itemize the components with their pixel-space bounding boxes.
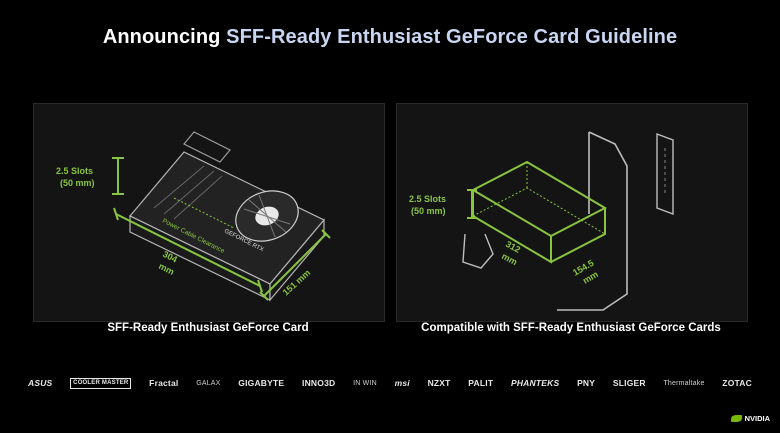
partner-logo-sliger: SLIGER [612,378,646,388]
nvidia-wordmark: NVIDIA [744,414,770,423]
partner-logo-inno3d: INNO3D [302,378,336,388]
title-prefix: Announcing [102,26,221,48]
partner-logo-cooler-master: COOLER MASTER [70,377,132,389]
card-diagram-panel: 2.5 Slots (50 mm) 304 mm 151 mm Power Ca… [33,103,385,322]
partner-logo-pny: PNY [577,378,596,388]
title-highlight: SFF-Ready Enthusiast GeForce Card Guidel… [226,26,678,48]
right-slots-line2: (50 mm) [411,206,446,216]
partner-logo-palit: PALIT [468,378,494,388]
case-illustration: 2.5 Slots (50 mm) 312 mm 154.5 mm [409,131,674,311]
card-illustration: 2.5 Slots (50 mm) 304 mm 151 mm Power Ca… [56,131,331,302]
partner-logo-phanteks: PHANTEKS [510,378,560,388]
nvidia-eye-icon [730,415,742,422]
partner-logo-inwin: IN WIN [353,379,377,387]
nvidia-logo: NVIDIA [730,414,770,423]
partner-logo-msi: msi [394,378,410,388]
left-slots-line1: 2.5 Slots [56,166,93,176]
partner-logo-galax: GALAX [196,379,221,387]
page-title: Announcing SFF-Ready Enthusiast GeForce … [0,26,780,49]
right-slots-line1: 2.5 Slots [409,194,446,204]
left-slots-line2: (50 mm) [60,178,95,188]
partner-logo-fractal: Fractal [149,378,179,388]
right-caption: Compatible with SFF-Ready Enthusiast GeF… [421,322,721,334]
partner-logo-asus: ASUS [28,378,53,388]
case-diagram-panel: 2.5 Slots (50 mm) 312 mm 154.5 mm [396,103,748,322]
partner-logo-zotac: ZOTAC [722,378,752,388]
partner-logo-gigabyte: GIGABYTE [238,378,285,388]
left-caption: SFF-Ready Enthusiast GeForce Card [107,322,309,334]
partner-logo-nzxt: NZXT [427,378,451,388]
partner-logo-row: ASUS COOLER MASTER Fractal GALAX GIGABYT… [28,374,752,392]
partner-logo-thermaltake: Thermaltake [663,379,705,387]
